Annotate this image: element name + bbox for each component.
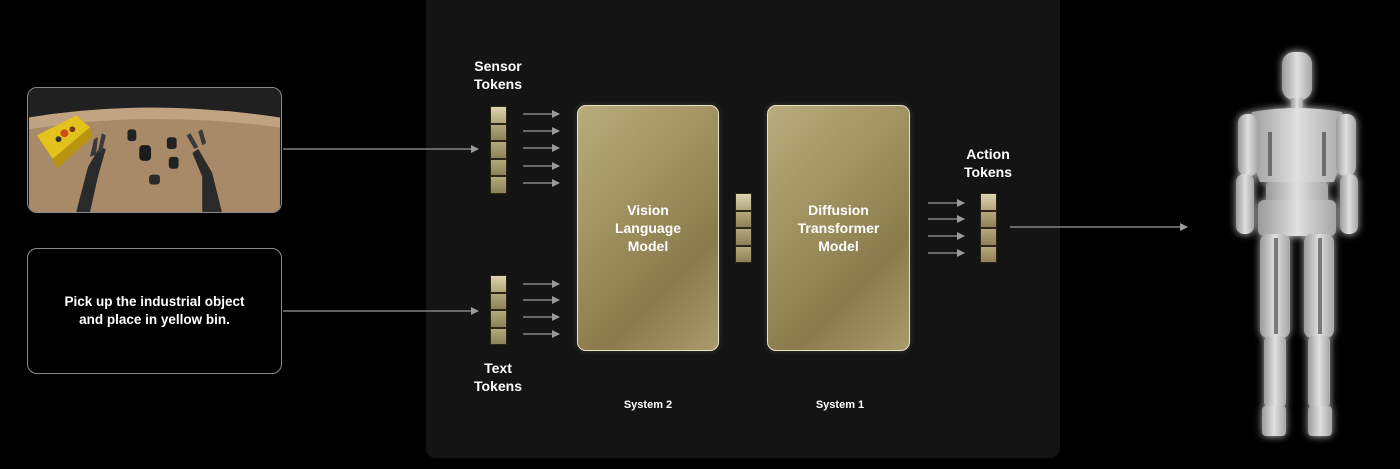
system1-label: System 1 (815, 399, 865, 411)
humanoid-robot-illustration (1236, 52, 1358, 436)
sensor-token-stack (490, 106, 507, 194)
text-tokens-label: Text Tokens (474, 360, 522, 394)
text-token (490, 275, 507, 293)
sensor-token (490, 158, 507, 176)
text-token-stack (490, 275, 507, 345)
sensor-tokens-label: Sensor Tokens (474, 58, 522, 92)
action-token (980, 245, 997, 263)
action-token (980, 228, 997, 246)
intermediate-token (735, 210, 752, 228)
intermediate-token (735, 228, 752, 246)
vision-language-model-block: Vision Language Model (577, 105, 719, 351)
intermediate-token (735, 245, 752, 263)
intermediate-token-stack (735, 193, 752, 263)
text-token (490, 292, 507, 310)
sensor-token (490, 141, 507, 159)
sensor-token (490, 106, 507, 124)
action-token-stack (980, 193, 997, 263)
sensor-token (490, 123, 507, 141)
text-token (490, 310, 507, 328)
camera-view-image (27, 87, 282, 213)
sensor-token (490, 176, 507, 194)
vision-language-model-label: Vision Language Model (614, 202, 682, 254)
camera-scene-illustration (29, 88, 280, 212)
diffusion-transformer-model-label: Diffusion Transformer Model (797, 202, 880, 254)
intermediate-token (735, 193, 752, 211)
instruction-text: Pick up the industrial object and place … (64, 294, 245, 327)
diffusion-transformer-model-block: Diffusion Transformer Model (767, 105, 910, 351)
action-tokens-label: Action Tokens (964, 146, 1012, 180)
action-token (980, 193, 997, 211)
action-token (980, 210, 997, 228)
text-token (490, 327, 507, 345)
system2-label: System 2 (623, 399, 673, 411)
instruction-box: Pick up the industrial object and place … (27, 248, 282, 374)
